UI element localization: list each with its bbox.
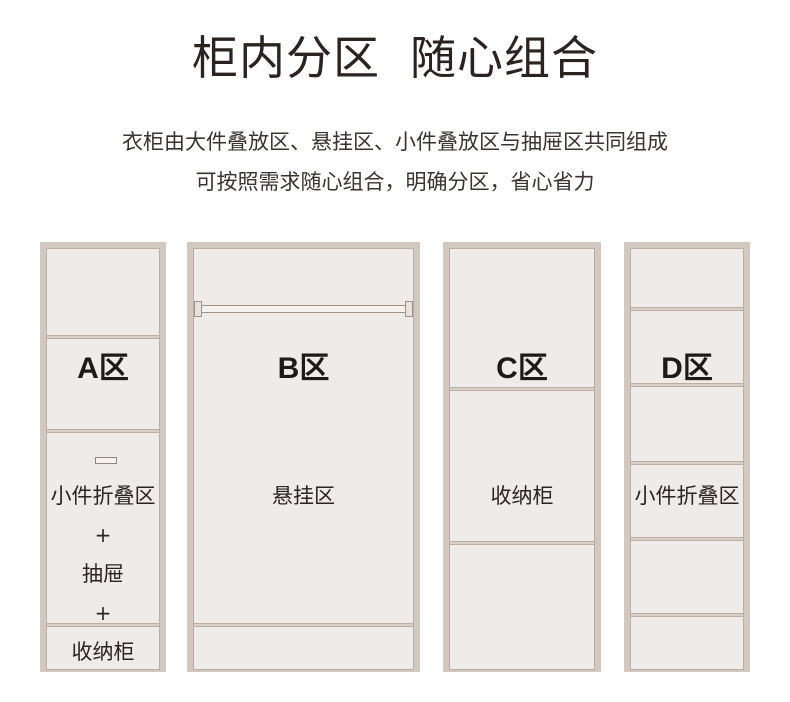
cabinet-a: A区 小件折叠区 + 抽屉 + 收纳柜 — [40, 242, 166, 672]
shelf — [47, 335, 159, 339]
shelf — [450, 387, 594, 391]
rail-bracket — [405, 301, 413, 317]
drawer-handle — [95, 457, 117, 464]
shelf — [194, 623, 413, 627]
shelf — [450, 541, 594, 545]
cabinet-b-interior: B区 悬挂区 — [193, 248, 414, 670]
shelf — [631, 383, 743, 387]
cabinet-b: B区 悬挂区 — [187, 242, 420, 672]
shelf — [631, 461, 743, 465]
cabinet-d-interior: D区 小件折叠区 — [630, 248, 744, 670]
zone-d-title: D区 — [661, 351, 713, 386]
cabinet-c: C区 收纳柜 — [443, 242, 601, 672]
shelf — [631, 537, 743, 541]
rail-bracket — [194, 301, 202, 317]
shelf — [47, 623, 159, 627]
zone-d-label-small-fold: 小件折叠区 — [634, 484, 740, 508]
zone-b-title: B区 — [277, 351, 330, 386]
shelf — [47, 429, 159, 433]
shelf — [631, 613, 743, 617]
zone-a-title: A区 — [77, 351, 129, 386]
cabinet-d: D区 小件折叠区 — [624, 242, 750, 672]
zone-c-title: C区 — [496, 351, 548, 386]
subtitle-line1: 衣柜由大件叠放区、悬挂区、小件叠放区与抽屉区共同组成 — [122, 130, 668, 154]
title-part1: 柜内分区 — [192, 31, 380, 85]
cabinet-c-interior: C区 收纳柜 — [449, 248, 595, 670]
zone-a-label-drawer: 抽屉 — [82, 562, 124, 586]
zone-a-label-storage: 收纳柜 — [71, 640, 135, 664]
zone-a-label-small-fold: 小件折叠区 — [50, 484, 156, 508]
zone-b-label-hanging: 悬挂区 — [272, 484, 335, 508]
title-part2: 随心组合 — [410, 31, 598, 85]
cabinet-a-interior: A区 小件折叠区 + 抽屉 + 收纳柜 — [46, 248, 160, 670]
zone-a-label-plus: + — [94, 523, 112, 547]
subtitle-line2: 可按照需求随心组合，明确分区，省心省力 — [195, 170, 595, 194]
zone-c-label-storage: 收纳柜 — [490, 484, 554, 508]
hanging-rail — [196, 305, 411, 313]
page-title: 柜内分区随心组合 — [0, 28, 790, 88]
zone-a-label-plus: + — [94, 601, 112, 625]
shelf — [631, 307, 743, 311]
